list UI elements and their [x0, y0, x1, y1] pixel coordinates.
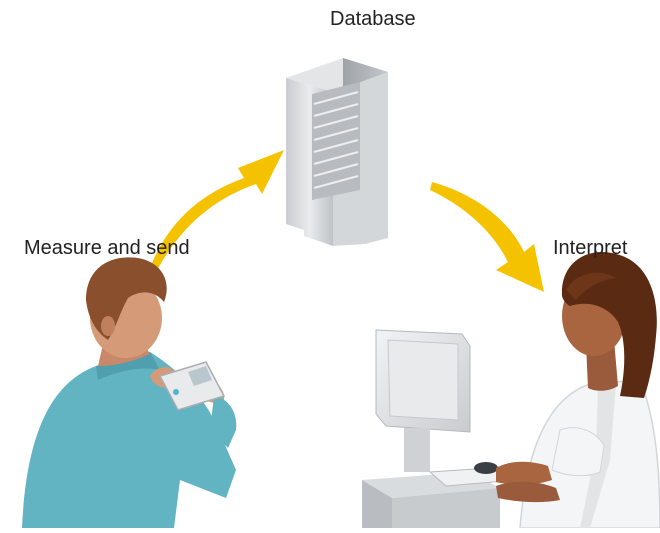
interpret-label: Interpret: [553, 237, 628, 259]
arrow-to-database: [150, 150, 284, 272]
handheld-meter-icon: [158, 361, 226, 411]
server-tower-icon: [286, 58, 388, 246]
measure-and-send-label: Measure and send: [24, 237, 190, 259]
clinician-figure: [496, 251, 660, 529]
patient-figure: [22, 257, 237, 528]
arrow-to-interpret: [430, 182, 544, 292]
database-label: Database: [330, 8, 416, 30]
desktop-computer-icon: [362, 329, 542, 528]
